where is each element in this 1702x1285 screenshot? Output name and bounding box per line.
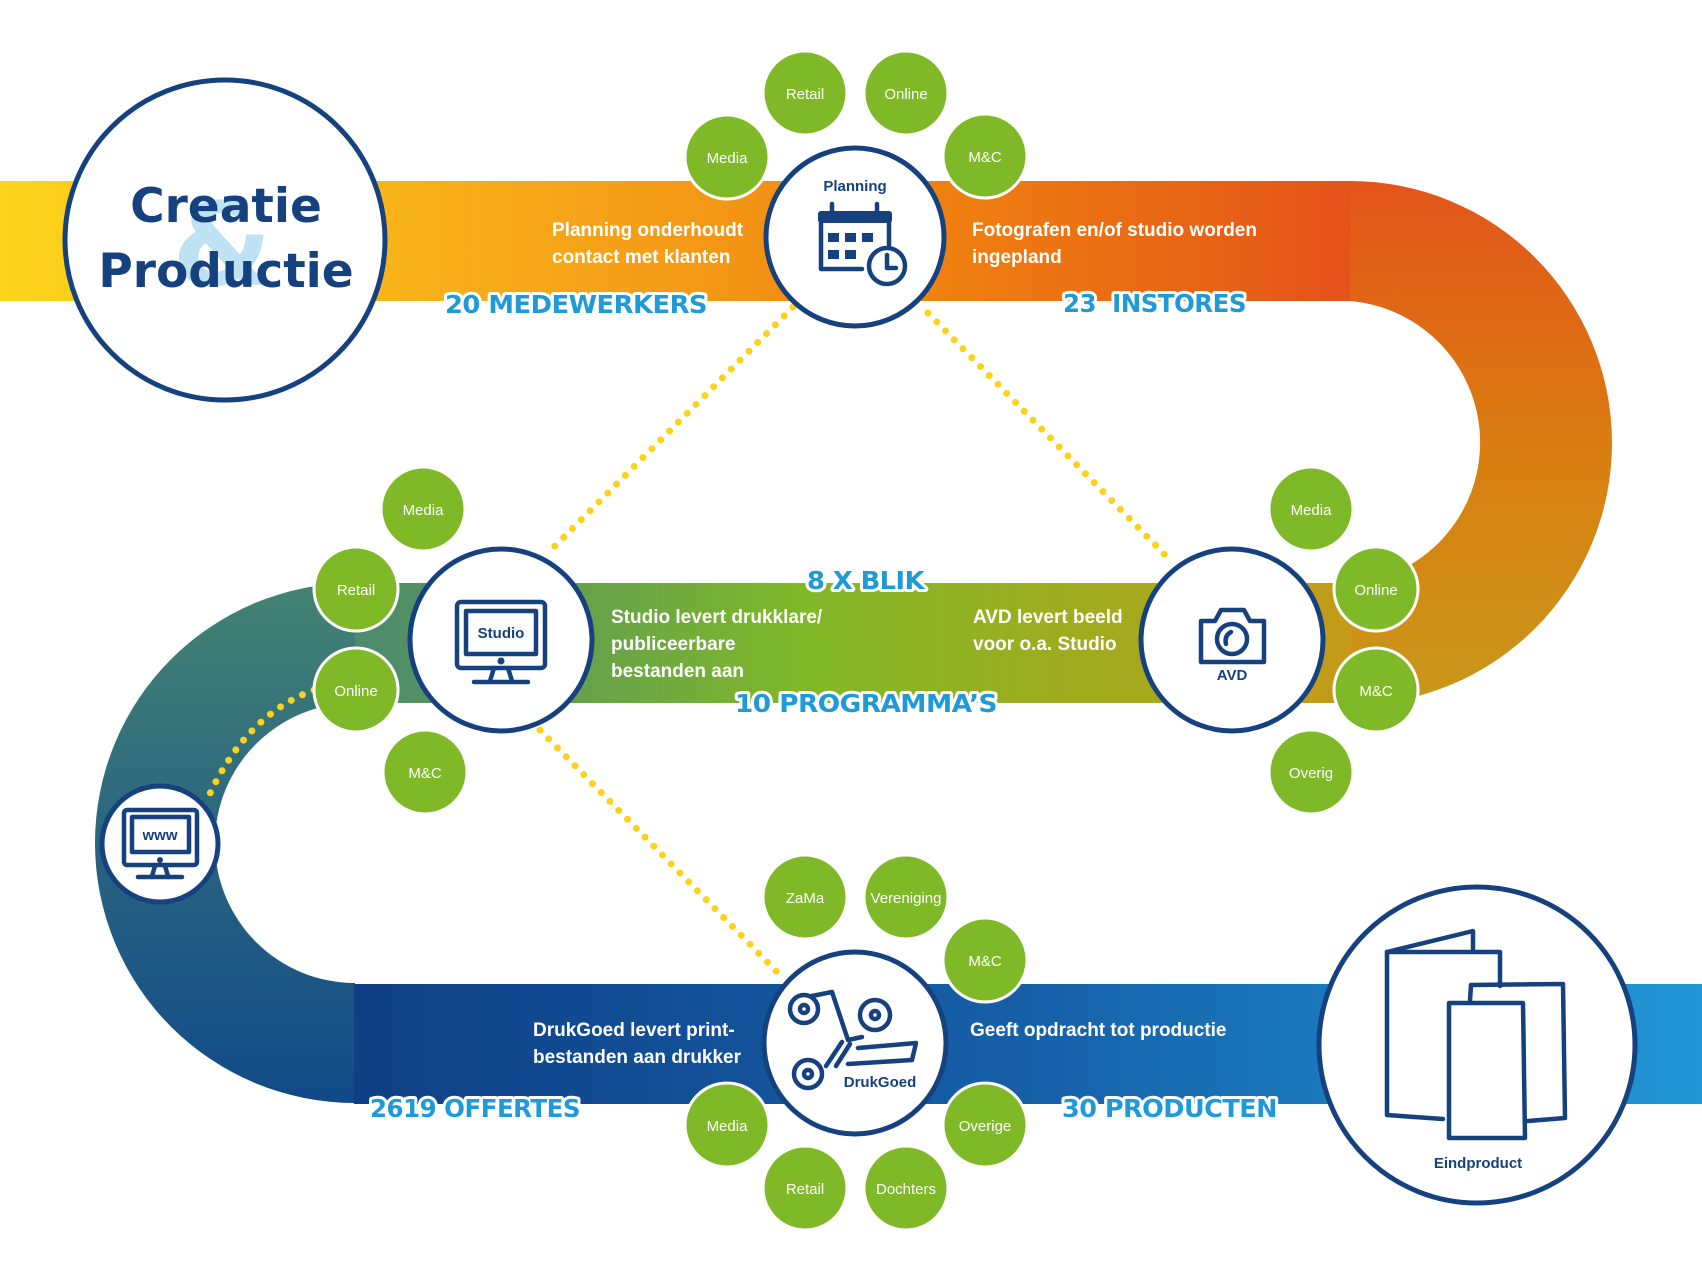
planning-desc-right: Fotografen en/of studio worden ingepland [972,220,1262,268]
stat-instores: 23 INSTORES [1063,289,1246,318]
band-left-arc [95,583,355,1103]
title-line-2: Productie [98,244,353,299]
bubble-media[interactable]: Media [379,465,467,553]
title-ampersand: & [172,179,272,313]
planning-desc-left: Planning onderhoudt contact met klanten [552,220,748,268]
studio-bubbles: Media Retail Online M&C [312,465,469,816]
title-badge: & Creatie Productie [62,77,388,403]
bubble-mc[interactable]: M&C [941,112,1029,200]
bubble-mc[interactable]: M&C [381,728,469,816]
bubble-media[interactable]: Media [683,1081,771,1169]
connector-studio-drukgoed [536,726,784,979]
planning-bubbles: Media Retail Online M&C [683,49,1029,201]
bubble-media[interactable]: Media [1267,465,1355,553]
svg-text:Media: Media [707,1118,749,1135]
bubble-mc[interactable]: M&C [1332,646,1420,734]
svg-text:Media: Media [707,150,749,167]
bubble-overige[interactable]: Overige [941,1081,1029,1169]
svg-text:M&C: M&C [1359,683,1393,700]
calendar-clock-icon [818,201,908,287]
stat-offertes: 2619 OFFERTES [370,1094,580,1123]
stat-medewerkers: 20 MEDEWERKERS [445,290,707,319]
title-line-1: Creatie [130,179,322,234]
bubble-mc[interactable]: M&C [941,916,1029,1004]
drukgoed-desc-right: Geeft opdracht tot productie [970,1020,1227,1041]
bubble-media[interactable]: Media [683,113,771,201]
monitor-icon [454,599,548,685]
node-studio[interactable]: Media Retail Online M&C Studio [312,465,595,816]
node-avd[interactable]: Media Online M&C Overig AVD [1138,465,1420,816]
svg-text:Overig: Overig [1289,765,1333,782]
avd-bubbles: Media Online M&C Overig [1267,465,1420,816]
svg-text:Online: Online [884,86,927,103]
svg-text:Retail: Retail [337,582,375,599]
svg-text:Retail: Retail [786,1181,824,1198]
node-eindproduct[interactable]: Eindproduct [1316,884,1638,1206]
svg-text:Dochters: Dochters [876,1181,936,1198]
bubble-online[interactable]: Online [312,646,400,734]
bubble-retail[interactable]: Retail [761,49,849,137]
avd-label: AVD [1217,667,1248,684]
drukgoed-bubbles: ZaMa Vereniging M&C Media Overige Retail… [683,853,1029,1232]
svg-text:Overige: Overige [959,1118,1012,1135]
node-drukgoed[interactable]: ZaMa Vereniging M&C Media Overige Retail… [683,853,1029,1232]
node-planning[interactable]: Media Retail Online M&C Planning [683,49,1029,329]
planning-label: Planning [823,178,886,195]
www-ring [99,783,221,905]
stat-blik: 8 X BLIK [807,566,926,595]
bubble-zama[interactable]: ZaMa [761,853,849,941]
descriptions: Planning onderhoudt contact met klanten … [533,220,1262,1068]
svg-text:M&C: M&C [968,149,1002,166]
node-www[interactable]: www [99,783,221,905]
bubble-retail[interactable]: Retail [761,1144,849,1232]
studio-ring [407,546,595,734]
bubble-online[interactable]: Online [862,49,950,137]
svg-text:Online: Online [334,683,377,700]
printing-press-icon [787,989,919,1091]
stats: 20 MEDEWERKERS 23 INSTORES 8 X BLIK 10 P… [367,286,1281,1126]
svg-text:Media: Media [403,502,445,519]
bubble-vereniging[interactable]: Vereniging [862,853,950,941]
svg-text:Retail: Retail [786,86,824,103]
bubble-overig[interactable]: Overig [1267,728,1355,816]
stat-producten: 30 PRODUCTEN [1062,1094,1277,1123]
bubble-dochters[interactable]: Dochters [862,1144,950,1232]
svg-text:M&C: M&C [968,953,1002,970]
connector-planning-studio [544,303,797,557]
svg-text:Media: Media [1291,502,1333,519]
svg-text:M&C: M&C [408,765,442,782]
studio-label: Studio [478,625,525,642]
connectors [203,303,1174,979]
connector-online-www [203,686,318,804]
svg-text:ZaMa: ZaMa [786,890,825,907]
camera-icon [1198,607,1267,665]
svg-text:Online: Online [1354,582,1397,599]
stat-programmas: 10 PROGRAMMA’S [735,689,997,718]
drukgoed-desc-left: DrukGoed levert print- bestanden aan dru… [533,1020,742,1068]
avd-desc: AVD levert beeld voor o.a. Studio [973,607,1128,655]
avd-ring [1138,546,1326,734]
folded-brochures-icon [1384,928,1568,1141]
www-label: www [141,827,177,844]
monitor-www-icon [121,807,200,880]
eindproduct-ring [1316,884,1638,1206]
svg-text:Vereniging: Vereniging [871,890,942,907]
connector-planning-avd [924,309,1174,564]
drukgoed-ring [761,949,949,1137]
drukgoed-label: DrukGoed [844,1074,917,1091]
studio-desc: Studio levert drukklare/ publiceerbare b… [611,607,827,682]
bubble-online[interactable]: Online [1332,545,1420,633]
eindproduct-label: Eindproduct [1434,1155,1522,1172]
bubble-retail[interactable]: Retail [312,545,400,633]
